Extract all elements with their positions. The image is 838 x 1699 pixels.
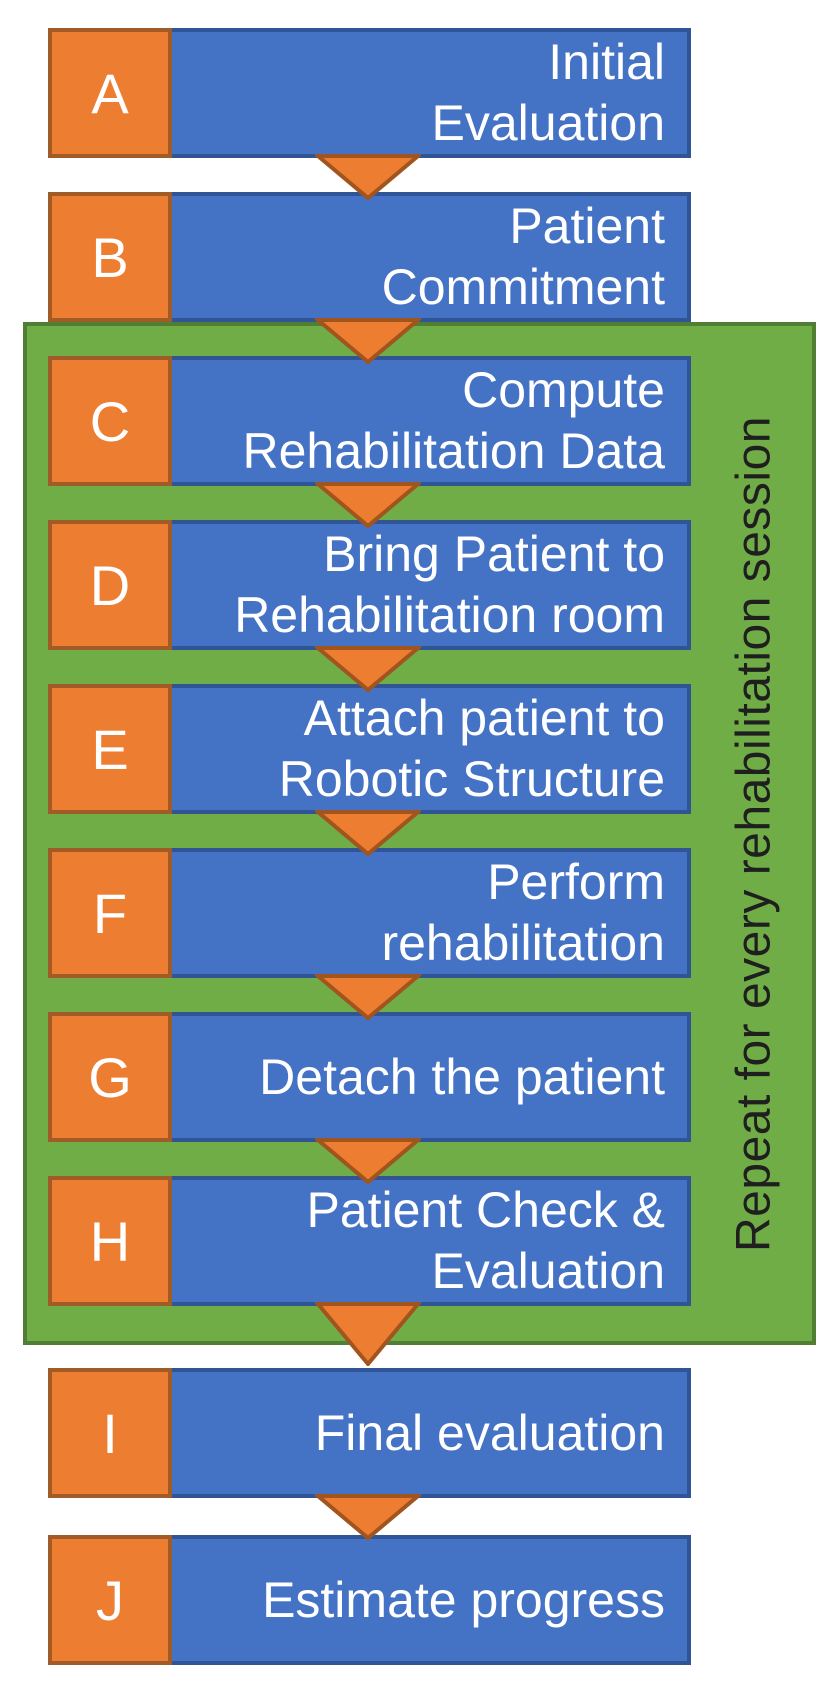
step-g-text-line1: Detach the patient bbox=[259, 1048, 665, 1105]
step-j-text-line1: Estimate progress bbox=[262, 1571, 665, 1628]
flow-arrow-h-i bbox=[315, 1302, 421, 1366]
step-h-box: Patient Check & Evaluation bbox=[172, 1176, 691, 1306]
step-c-text-line1: Compute bbox=[462, 362, 665, 418]
step-f-text-line2: rehabilitation bbox=[381, 915, 665, 971]
step-e: E Attach patient to Robotic Structure bbox=[48, 684, 691, 814]
step-f: F Perform rehabilitation bbox=[48, 848, 691, 978]
step-e-letter: E bbox=[48, 684, 172, 814]
step-d-text-line2: Rehabilitation room bbox=[234, 587, 665, 643]
step-h-letter: H bbox=[48, 1176, 172, 1306]
step-h: H Patient Check & Evaluation bbox=[48, 1176, 691, 1306]
step-e-text-line2: Robotic Structure bbox=[278, 751, 665, 807]
step-e-text-line1: Attach patient to bbox=[303, 690, 665, 746]
flow-arrow-a-b bbox=[315, 154, 421, 200]
flow-arrow-d-e bbox=[315, 646, 421, 692]
flow-arrow-c-d bbox=[315, 482, 421, 528]
step-d-box: Bring Patient to Rehabilitation room bbox=[172, 520, 691, 650]
loop-label: Repeat for every rehabilitation session bbox=[727, 415, 780, 1252]
step-b-text-line1: Patient bbox=[509, 198, 665, 254]
step-c: C Compute Rehabilitation Data bbox=[48, 356, 691, 486]
step-b-text-line2: Commitment bbox=[381, 259, 665, 315]
step-a-box: Initial Evaluation bbox=[172, 28, 691, 158]
step-h-text-line1: Patient Check & bbox=[306, 1182, 665, 1238]
step-a-text-line2: Evaluation bbox=[431, 95, 666, 151]
step-e-box: Attach patient to Robotic Structure bbox=[172, 684, 691, 814]
flow-arrow-i-j bbox=[315, 1494, 421, 1540]
step-j-box: Estimate progress bbox=[172, 1535, 691, 1665]
step-j-letter: J bbox=[48, 1535, 172, 1665]
step-f-box: Perform rehabilitation bbox=[172, 848, 691, 978]
step-h-text-line2: Evaluation bbox=[431, 1243, 666, 1299]
step-b-letter: B bbox=[48, 192, 172, 322]
loop-container bbox=[23, 322, 816, 1345]
flow-arrow-b-c bbox=[315, 318, 421, 364]
step-c-letter: C bbox=[48, 356, 172, 486]
step-i-text-line1: Final evaluation bbox=[314, 1404, 665, 1461]
flow-arrow-f-g bbox=[315, 974, 421, 1020]
step-a-letter: A bbox=[48, 28, 172, 158]
step-f-letter: F bbox=[48, 848, 172, 978]
step-d-text-line1: Bring Patient to bbox=[323, 526, 665, 582]
step-b-box: Patient Commitment bbox=[172, 192, 691, 322]
step-g-letter: G bbox=[48, 1012, 172, 1142]
step-g-box: Detach the patient bbox=[172, 1012, 691, 1142]
step-a: A Initial Evaluation bbox=[48, 28, 691, 158]
step-i-box: Final evaluation bbox=[172, 1368, 691, 1498]
step-i-letter: I bbox=[48, 1368, 172, 1498]
step-b: B Patient Commitment bbox=[48, 192, 691, 322]
step-c-text-line2: Rehabilitation Data bbox=[242, 423, 666, 479]
loop-label-wrap: Repeat for every rehabilitation session bbox=[691, 322, 816, 1345]
flow-arrow-e-f bbox=[315, 810, 421, 856]
flow-arrow-g-h bbox=[315, 1138, 421, 1184]
step-f-text-line1: Perform bbox=[487, 854, 665, 910]
step-c-box: Compute Rehabilitation Data bbox=[172, 356, 691, 486]
step-d: D Bring Patient to Rehabilitation room bbox=[48, 520, 691, 650]
step-i: I Final evaluation bbox=[48, 1368, 691, 1498]
step-j: J Estimate progress bbox=[48, 1535, 691, 1665]
step-d-letter: D bbox=[48, 520, 172, 650]
step-g: G Detach the patient bbox=[48, 1012, 691, 1142]
step-a-text-line1: Initial bbox=[548, 34, 665, 90]
